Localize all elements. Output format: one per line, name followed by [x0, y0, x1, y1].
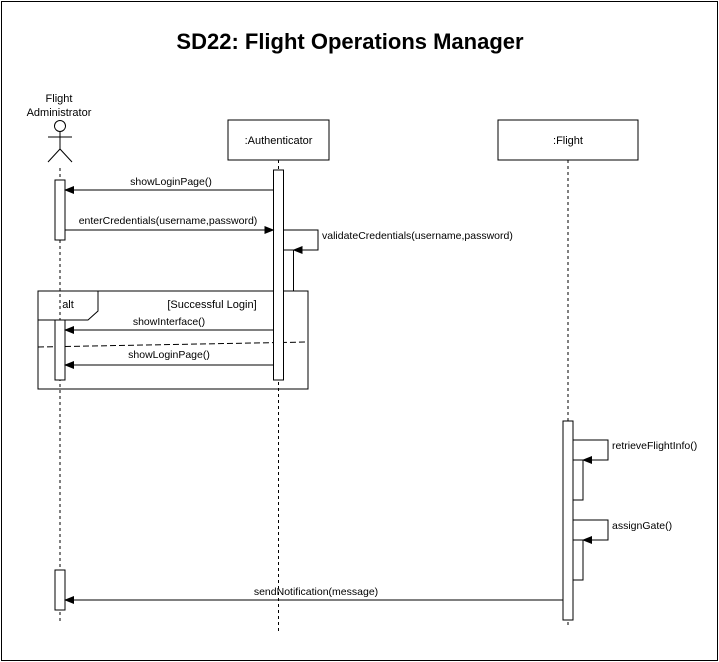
message-arrow-3 [283, 229, 319, 254]
message-arrow-6 [573, 439, 609, 464]
message-label-6: retrieveFlightInfo() [612, 440, 697, 452]
authenticator-activation [273, 169, 284, 381]
message-label-4: showInterface() [133, 316, 205, 328]
actor-label-line1: Flight [46, 93, 73, 105]
alt-fragment: alt [Successful Login] [37, 290, 309, 390]
actor-label-line2: Administrator [27, 107, 92, 119]
authenticator-self-activation [283, 249, 294, 292]
participant-flight: :Flight [497, 119, 639, 161]
message-label-8: sendNotification(message) [254, 586, 378, 598]
message-label-3: validateCredentials(username,password) [322, 230, 513, 242]
message-label-1: showLoginPage() [130, 176, 212, 188]
message-label-2: enterCredentials(username,password) [79, 215, 258, 227]
message-label-7: assignGate() [612, 520, 672, 532]
flight-self-activation-1 [572, 459, 584, 501]
flight-self-activation-2 [572, 539, 584, 581]
actor-activation-3 [54, 569, 66, 611]
alt-separator [37, 341, 309, 348]
participant-authenticator-label: :Authenticator [245, 135, 313, 147]
participant-flight-label: :Flight [553, 135, 583, 147]
alt-operator-label: alt [62, 299, 74, 311]
message-label-5: showLoginPage() [128, 349, 210, 361]
message-arrow-7 [573, 519, 609, 544]
diagram-title: SD22: Flight Operations Manager [176, 29, 524, 54]
flight-activation [562, 420, 574, 621]
stick-figure-icon [47, 120, 73, 163]
actor-activation-2 [54, 319, 66, 381]
participant-authenticator: :Authenticator [227, 119, 330, 161]
actor-activation-1 [54, 179, 66, 241]
alt-guard-label: [Successful Login] [167, 299, 256, 311]
